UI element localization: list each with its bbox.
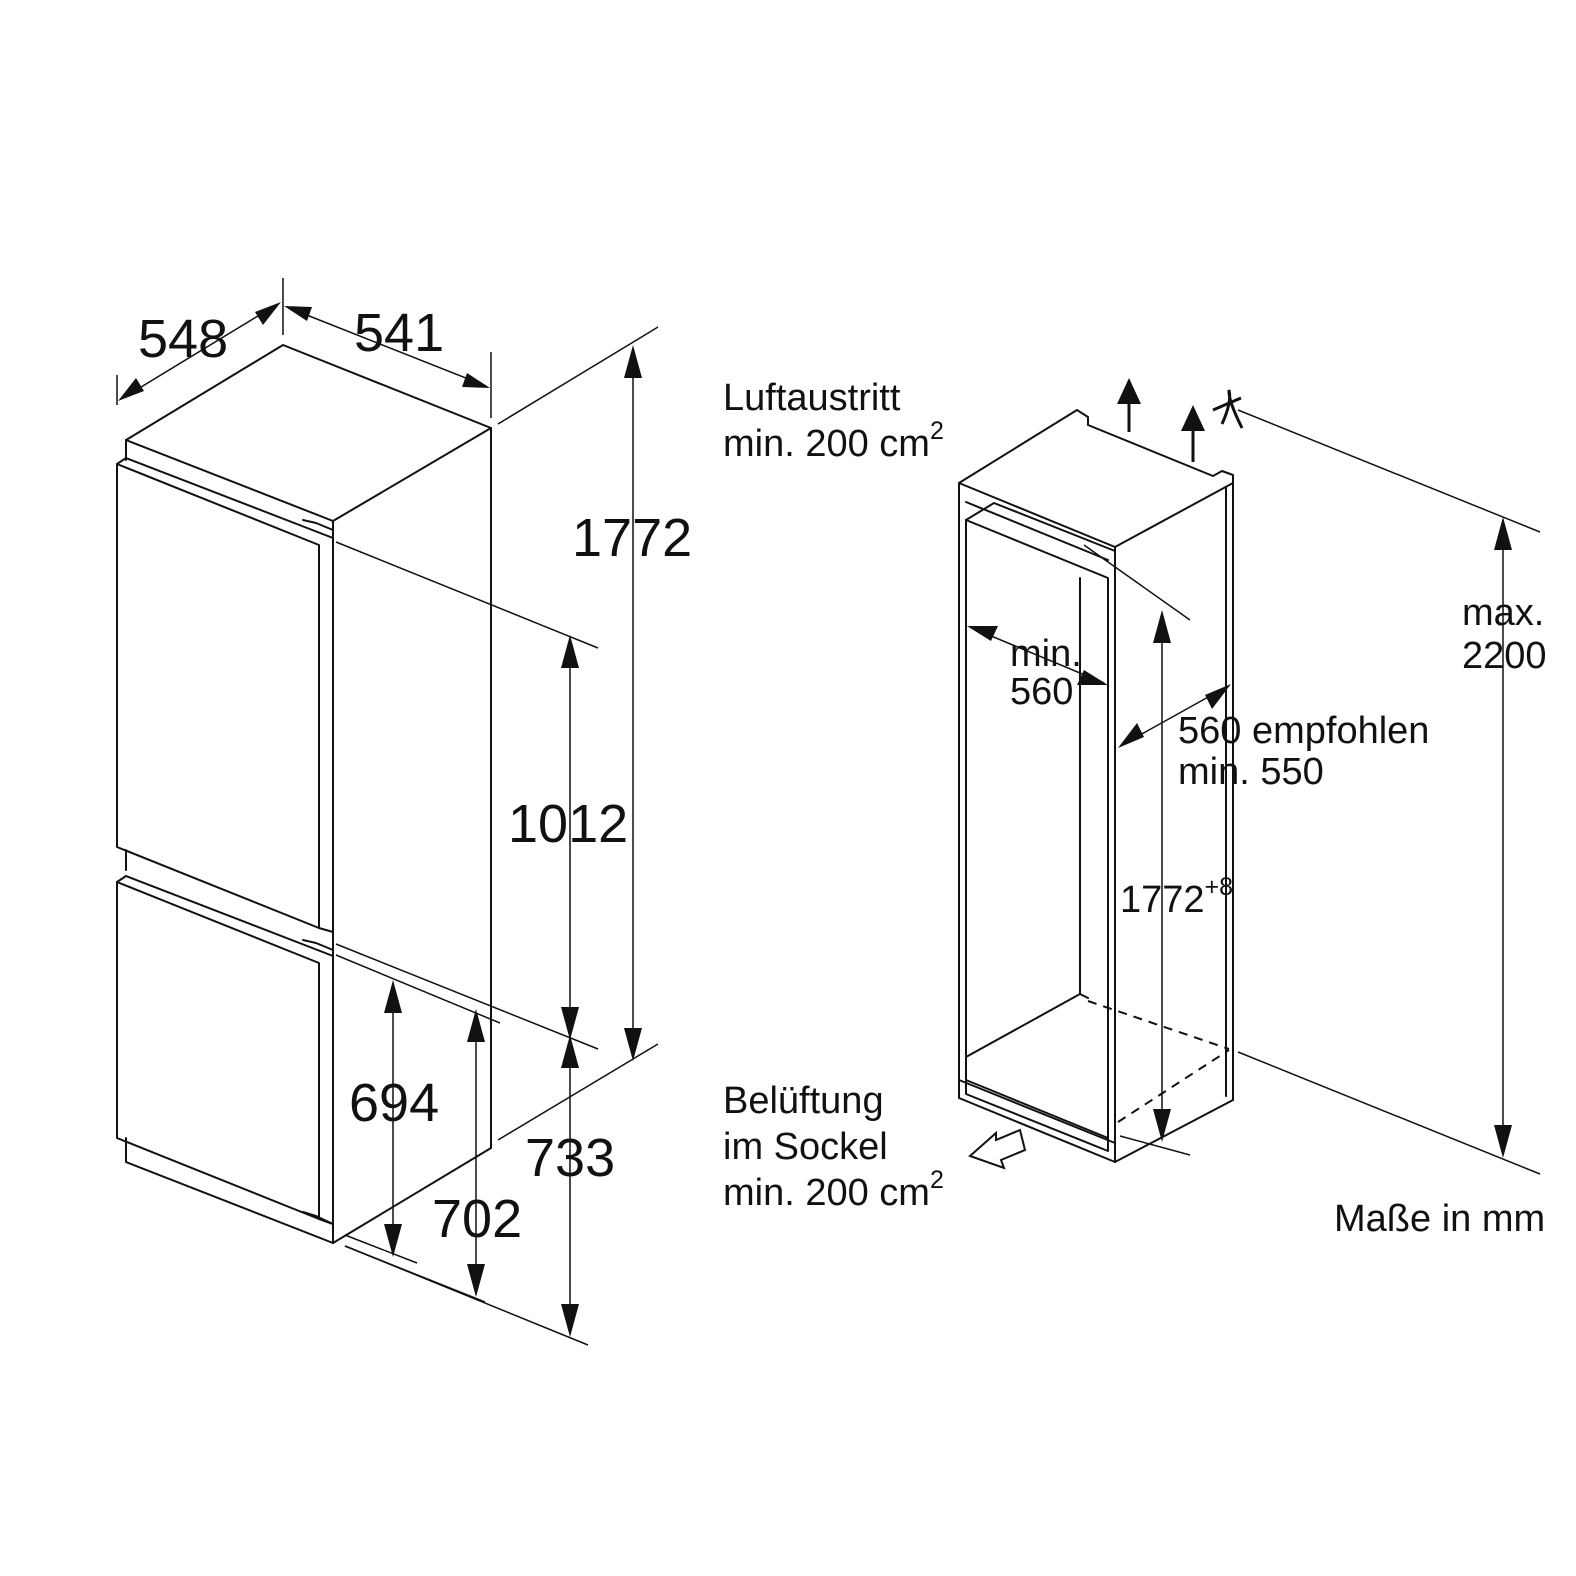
wall-fixing-icon <box>1212 389 1244 429</box>
lower-door-dimension: 694 <box>349 1073 439 1133</box>
upper-door-front <box>116 463 320 929</box>
niche-dimension-lines <box>967 378 1512 1170</box>
ventilation-inlet-arrow <box>968 1128 1027 1170</box>
max-height-label: max. <box>1462 592 1544 634</box>
appliance-drawing <box>116 278 659 1346</box>
appliance-side-face <box>332 427 492 1244</box>
lower-door-front <box>116 881 320 1220</box>
ventilation-area: min. 200 cm2 <box>723 1166 944 1214</box>
niche-height-dimension: 1772+8 <box>1120 873 1233 921</box>
upper-section-dimension: 1012 <box>508 794 628 854</box>
depth-minimum: min. 550 <box>1178 751 1324 793</box>
air-outlet-arrow-2 <box>1181 405 1205 462</box>
air-outlet-area: min. 200 cm2 <box>723 417 944 465</box>
units-note: Maße in mm <box>1334 1198 1545 1240</box>
appliance-top-face <box>125 344 492 522</box>
niche-drawing <box>958 409 1541 1175</box>
width-dimension: 541 <box>354 303 444 363</box>
min-width-value: 560 <box>1010 671 1073 713</box>
max-height-value: 2200 <box>1462 635 1547 677</box>
lower-front-dimension: 702 <box>432 1189 522 1249</box>
lower-door-hinge <box>302 939 334 957</box>
niche-front-frame <box>958 482 1116 1163</box>
depth-dimension: 548 <box>138 309 228 369</box>
lower-section-dimension: 733 <box>525 1128 615 1188</box>
air-outlet-label: Luftaustritt <box>723 377 901 419</box>
height-dimension: 1772 <box>572 508 692 568</box>
appliance-dimension-lines <box>118 302 642 1337</box>
upper-door-hinge <box>302 519 334 539</box>
ventilation-location: im Sockel <box>723 1126 888 1168</box>
appliance-plinth <box>125 1137 334 1244</box>
min-width-label: min. <box>1010 633 1082 675</box>
depth-recommended: 560 empfohlen <box>1178 710 1429 752</box>
air-outlet-arrow <box>1117 378 1141 432</box>
ventilation-label: Belüftung <box>723 1080 884 1122</box>
